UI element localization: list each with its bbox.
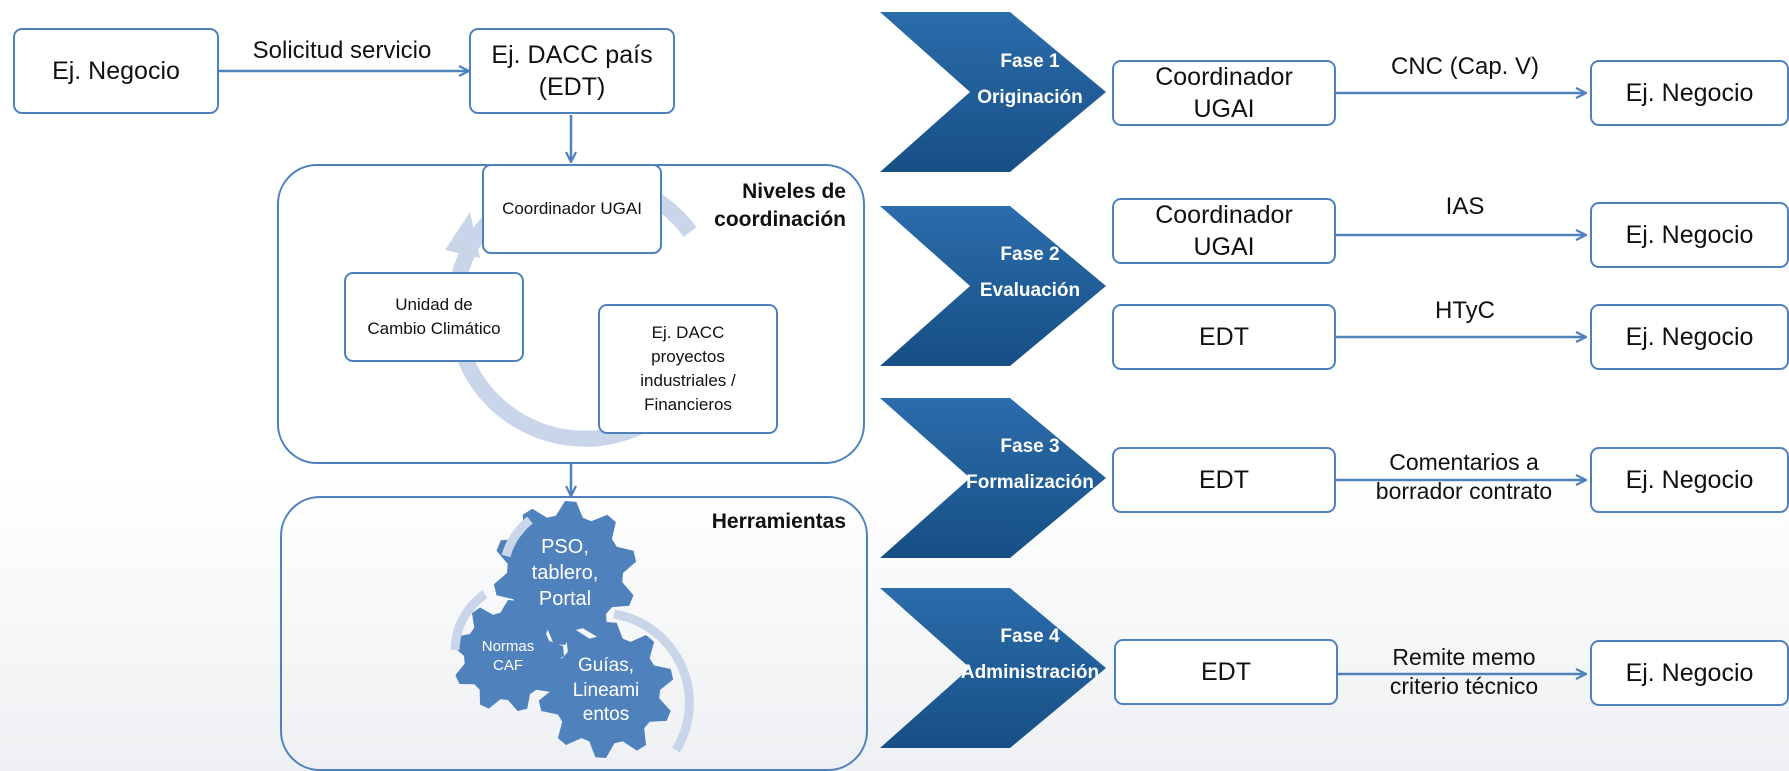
source-box: Ej. Negocio: [13, 28, 219, 114]
coordination-node-dacc: Ej. DACC proyectos industriales / Financ…: [598, 304, 778, 434]
phase-chevron-4: [880, 588, 1106, 748]
phase-3-label: Fase 3 Formalización: [936, 429, 1124, 501]
gear-arrow-left: [450, 590, 488, 651]
phase-2-number: Fase 2: [1000, 244, 1060, 265]
phase-chevron-1: [880, 12, 1106, 172]
gear-icon-guias: [538, 622, 674, 758]
gear-label-guias: Guías, Lineami entos: [572, 654, 640, 726]
edt-country-box: Ej. DACC país (EDT): [469, 28, 675, 114]
coordination-node-climate: Unidad de Cambio Climático: [344, 272, 524, 362]
phase-chevron-3: [880, 398, 1106, 558]
phase-4-name: Administración: [960, 662, 1100, 684]
phase-3-target: Ej. Negocio: [1590, 447, 1789, 513]
coordination-node-ugai: Coordinador UGAI: [482, 164, 662, 254]
phase-1-actor: Coordinador UGAI: [1112, 60, 1336, 126]
phase-4-number: Fase 4: [1000, 626, 1060, 647]
phase-2-label: Fase 2 Evaluación: [936, 237, 1124, 309]
gear-shape: [452, 600, 564, 712]
phase-4-actor: EDT: [1114, 639, 1338, 705]
gear-label-pso: PSO, tablero, Portal: [531, 536, 599, 610]
phase-2-row-1-target: Ej. Negocio: [1590, 202, 1789, 268]
coordination-title: Niveles de coordinación: [714, 180, 846, 232]
phase-2-row-1-actor: Coordinador UGAI: [1112, 198, 1336, 264]
phase-1-label: Fase 1 Originación: [936, 44, 1124, 116]
cycle-arrow-head: [445, 212, 480, 258]
gear-arrow-top: [501, 516, 533, 558]
phase-1-target: Ej. Negocio: [1590, 60, 1789, 126]
phase-2-row-1-action: IAS: [1445, 193, 1485, 220]
phase-chevron-2: [880, 206, 1106, 366]
gear-shape: [538, 622, 674, 758]
phase-1-number: Fase 1: [1000, 51, 1060, 72]
phase-4-action: Remite memo criterio técnico: [1389, 644, 1539, 699]
phase-3-actor: EDT: [1112, 447, 1336, 513]
phase-2-row-2-target: Ej. Negocio: [1590, 304, 1789, 370]
gear-icon-pso: [493, 501, 637, 645]
phase-2-row-2-action: HTyC: [1435, 297, 1495, 324]
phase-4-target: Ej. Negocio: [1590, 640, 1789, 706]
phase-2-name: Evaluación: [979, 280, 1081, 302]
gear-arrow-right: [613, 609, 694, 753]
gear-label-normas: Normas CAF: [481, 637, 535, 675]
phase-2-row-2-actor: EDT: [1112, 304, 1336, 370]
phase-4-label: Fase 4 Administración: [936, 619, 1124, 691]
tools-title: Herramientas: [711, 510, 846, 533]
tools-panel: [280, 496, 868, 771]
phase-1-action: CNC (Cap. V): [1390, 53, 1540, 80]
phase-1-name: Originación: [977, 87, 1083, 109]
phase-3-number: Fase 3: [1000, 436, 1060, 457]
gear-icon-normas: [452, 600, 564, 712]
phase-3-action: Comentarios a borrador contrato: [1375, 449, 1553, 504]
gear-shape: [493, 501, 637, 645]
solicitud-label: Solicitud servicio: [252, 37, 432, 64]
phase-3-name: Formalización: [966, 472, 1094, 494]
